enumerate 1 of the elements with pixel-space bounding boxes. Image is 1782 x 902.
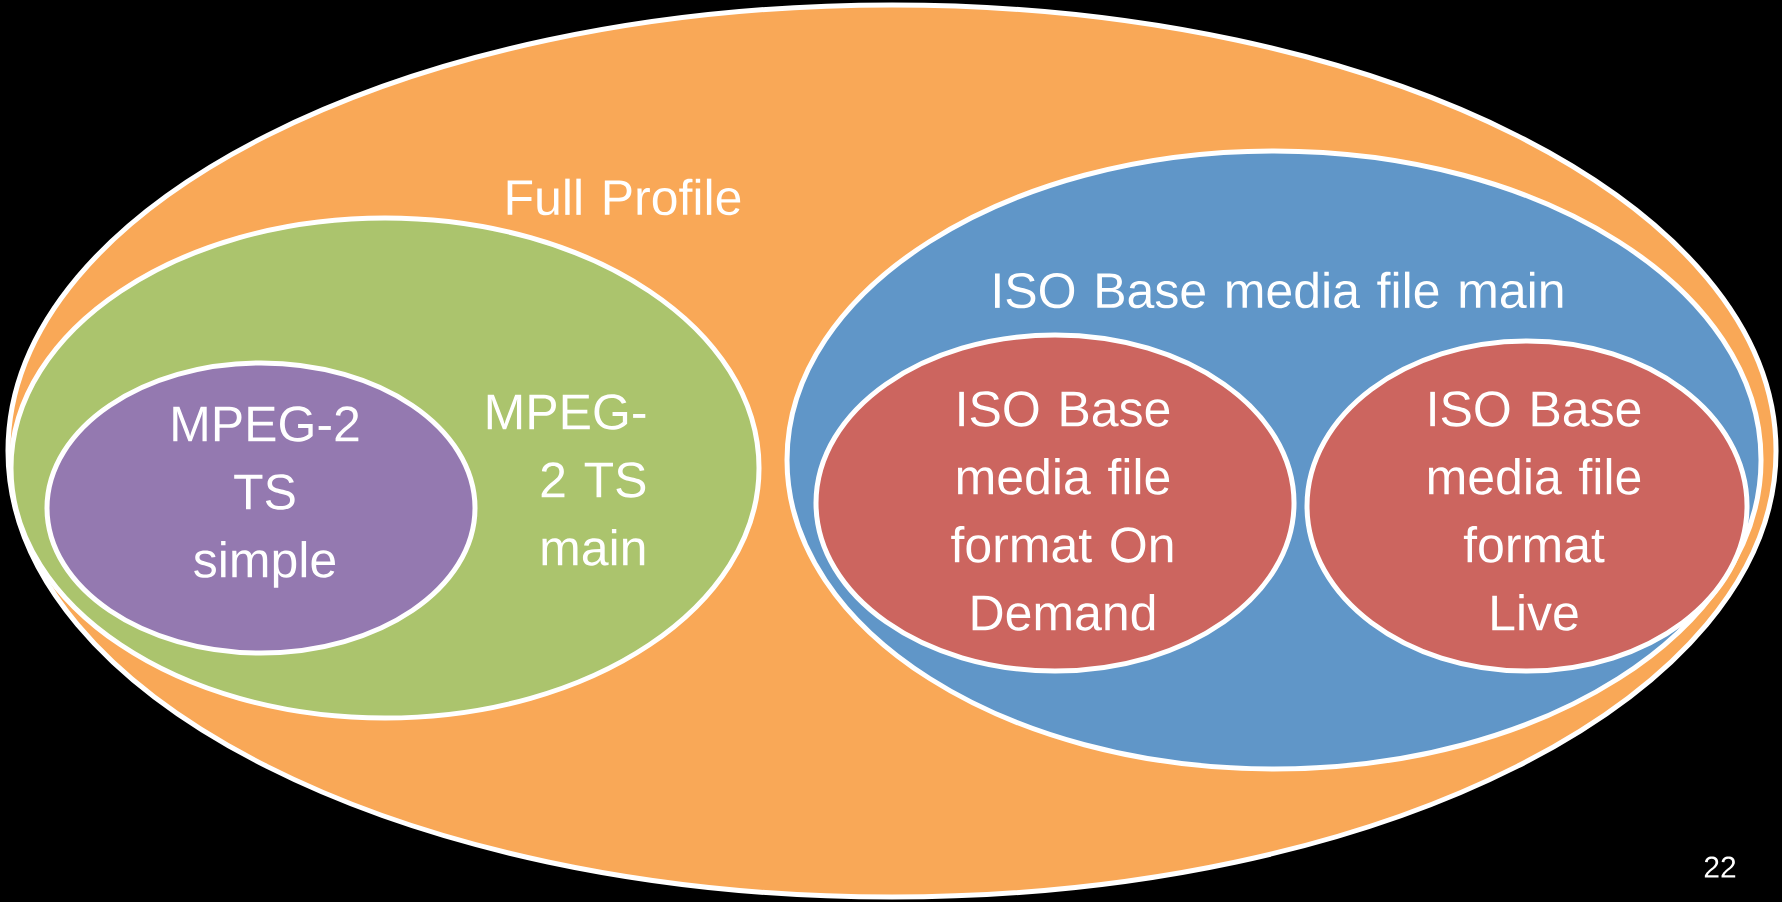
page-number: 22	[1704, 856, 1736, 878]
